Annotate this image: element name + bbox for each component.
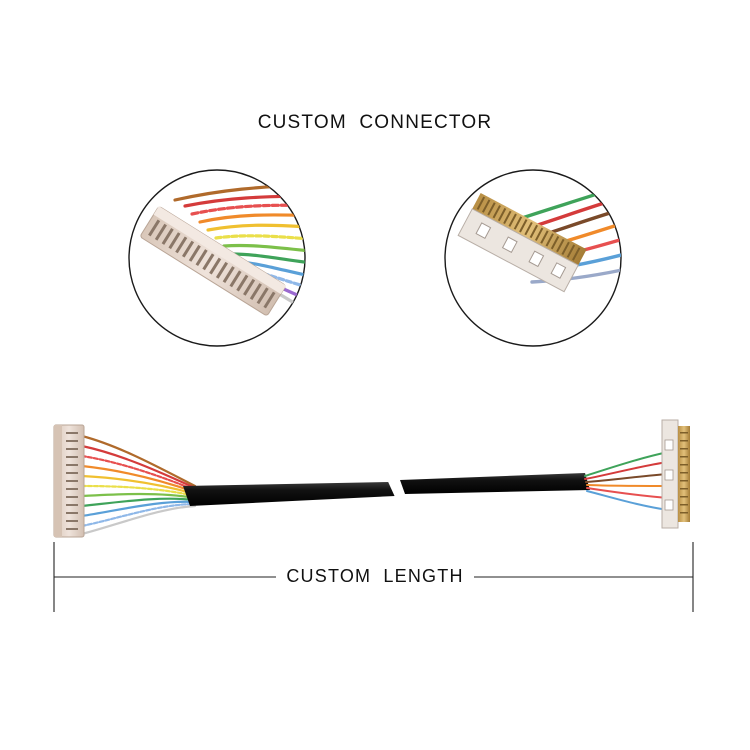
left-connector — [53, 424, 85, 538]
custom-connector-heading: CUSTOM CONNECTOR — [257, 112, 493, 133]
cable-assembly — [53, 419, 690, 538]
left-connector-closeup — [128, 169, 306, 347]
custom-length-text: CUSTOM LENGTH — [276, 566, 474, 586]
right-connector — [661, 419, 690, 529]
right-connector-closeup — [444, 169, 622, 347]
custom-length-label: CUSTOM LENGTH — [0, 566, 750, 587]
